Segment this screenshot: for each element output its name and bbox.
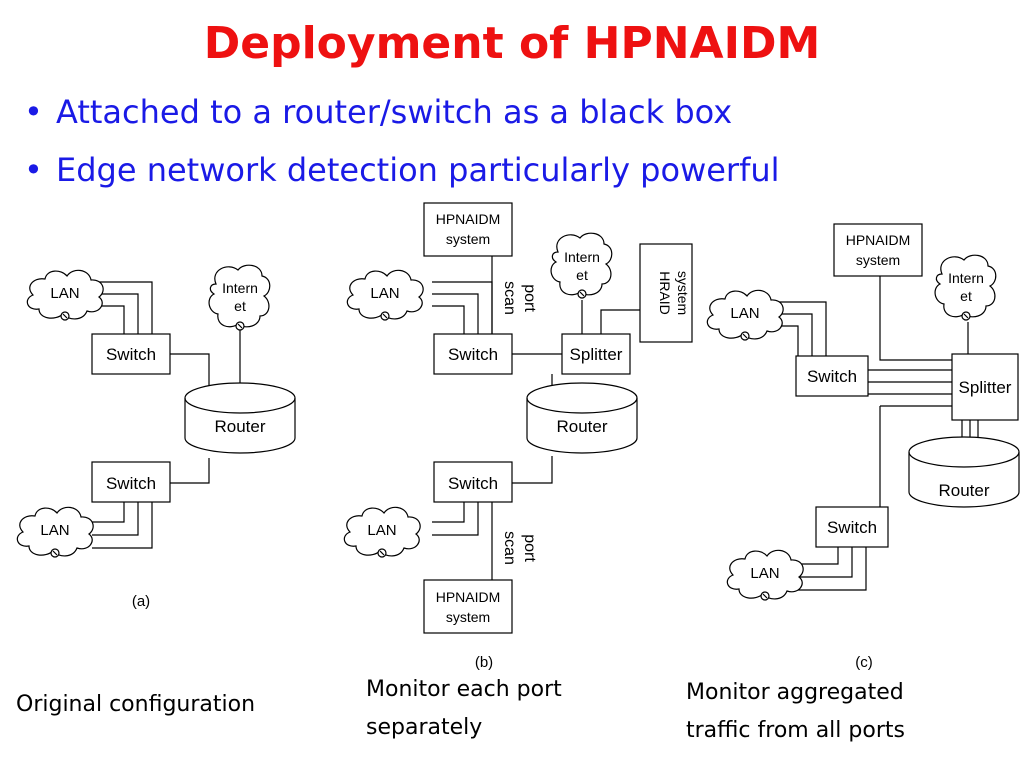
hpnaidm-label-line1: HPNAIDM [436, 211, 501, 227]
caption-c-line1: Monitor aggregated [686, 680, 904, 705]
hpnaidm-label-line2: system [856, 252, 900, 268]
diagram-label-a: (a) [132, 593, 150, 610]
router-cylinder: Router [184, 382, 296, 454]
diagram-b: HPNAIDM system scan port LAN Intern et H… [343, 202, 693, 671]
bullet-text: Edge network detection particularly powe… [56, 151, 780, 189]
diagram-label-c: (c) [855, 654, 873, 671]
switch-label: Switch [106, 345, 156, 364]
internet-label-line2: et [576, 267, 588, 283]
diagram-label-b: (b) [475, 654, 493, 671]
splitter-label: Splitter [959, 378, 1012, 397]
caption-a: Original configuration [16, 692, 256, 717]
lan-label: LAN [730, 305, 759, 322]
internet-cloud: Intern et [208, 264, 271, 331]
splitter-box: Splitter [951, 353, 1019, 421]
lan-label: LAN [367, 522, 396, 539]
internet-cloud: Intern et [550, 232, 613, 299]
lan-label: LAN [370, 285, 399, 302]
internet-label-line1: Intern [948, 270, 984, 286]
port-label: port [521, 534, 538, 562]
internet-label-line1: Intern [564, 249, 600, 265]
router-cylinder: Router [526, 382, 638, 454]
switch-label: Switch [106, 474, 156, 493]
hpnaidm-label-line1: HPNAIDM [436, 589, 501, 605]
switch-box: Switch [433, 461, 513, 503]
internet-cloud: Intern et [934, 254, 997, 321]
switch-box: Switch [91, 461, 171, 503]
caption-c-line2: traffic from all ports [686, 718, 905, 743]
switch-label: Switch [827, 518, 877, 537]
caption-c: Monitor aggregated traffic from all port… [686, 674, 905, 750]
hpnaidm-label-line2: system [446, 609, 490, 625]
hraid-system-box: HRAID system [639, 243, 693, 343]
bullet-item: • Edge network detection particularly pow… [20, 150, 780, 208]
scan-port-label: scan port [501, 531, 538, 565]
scan-label: scan [501, 531, 518, 565]
caption-b: Monitor each port separately [366, 671, 562, 747]
lan-cloud: LAN [726, 549, 804, 601]
caption-b-line1: Monitor each port [366, 677, 562, 702]
hraid-label-line1: HRAID [657, 271, 673, 315]
hraid-label-line2: system [675, 271, 691, 315]
diagram-c: HPNAIDM system Intern et LAN Switch Spli… [706, 223, 1020, 671]
hpnaidm-system-box: HPNAIDM system [833, 223, 923, 277]
bullet-text: Attached to a router/switch as a black b… [56, 93, 733, 131]
diagram-a: LAN Intern et Switch Router Switch LAN (… [16, 264, 296, 610]
switch-label: Switch [448, 474, 498, 493]
router-label: Router [214, 417, 265, 436]
switch-box: Switch [91, 333, 171, 375]
lan-cloud: LAN [706, 289, 784, 341]
lan-cloud: LAN [343, 506, 421, 558]
scan-label: scan [501, 281, 518, 315]
hpnaidm-label-line2: system [446, 231, 490, 247]
hpnaidm-label-line1: HPNAIDM [846, 232, 911, 248]
hpnaidm-system-box: HPNAIDM system [423, 202, 513, 257]
lan-label: LAN [750, 565, 779, 582]
internet-label-line1: Intern [222, 280, 258, 296]
scan-port-label: scan port [501, 281, 538, 315]
lan-cloud: LAN [26, 269, 104, 321]
caption-b-line2: separately [366, 715, 483, 740]
splitter-label: Splitter [570, 345, 623, 364]
router-label: Router [938, 481, 989, 500]
lan-label: LAN [50, 285, 79, 302]
slide-title: Deployment of HPNAIDM [203, 18, 821, 69]
hpnaidm-system-box: HPNAIDM system [423, 579, 513, 634]
splitter-box: Splitter [561, 333, 631, 375]
bullet-item: • Attached to a router/switch as a black … [20, 92, 780, 150]
lan-cloud: LAN [346, 269, 424, 321]
router-label: Router [556, 417, 607, 436]
switch-label: Switch [807, 367, 857, 386]
switch-box: Switch [815, 506, 889, 548]
lan-label: LAN [40, 522, 69, 539]
switch-label: Switch [448, 345, 498, 364]
bullet-dot-icon: • [24, 93, 43, 131]
switch-box: Switch [433, 333, 513, 375]
internet-label-line2: et [234, 298, 246, 314]
bullet-dot-icon: • [24, 151, 43, 189]
internet-label-line2: et [960, 288, 972, 304]
bullet-list: • Attached to a router/switch as a black … [20, 92, 780, 208]
router-cylinder: Router [908, 436, 1020, 508]
port-label: port [521, 284, 538, 312]
switch-box: Switch [795, 355, 869, 397]
lan-cloud: LAN [16, 506, 94, 558]
